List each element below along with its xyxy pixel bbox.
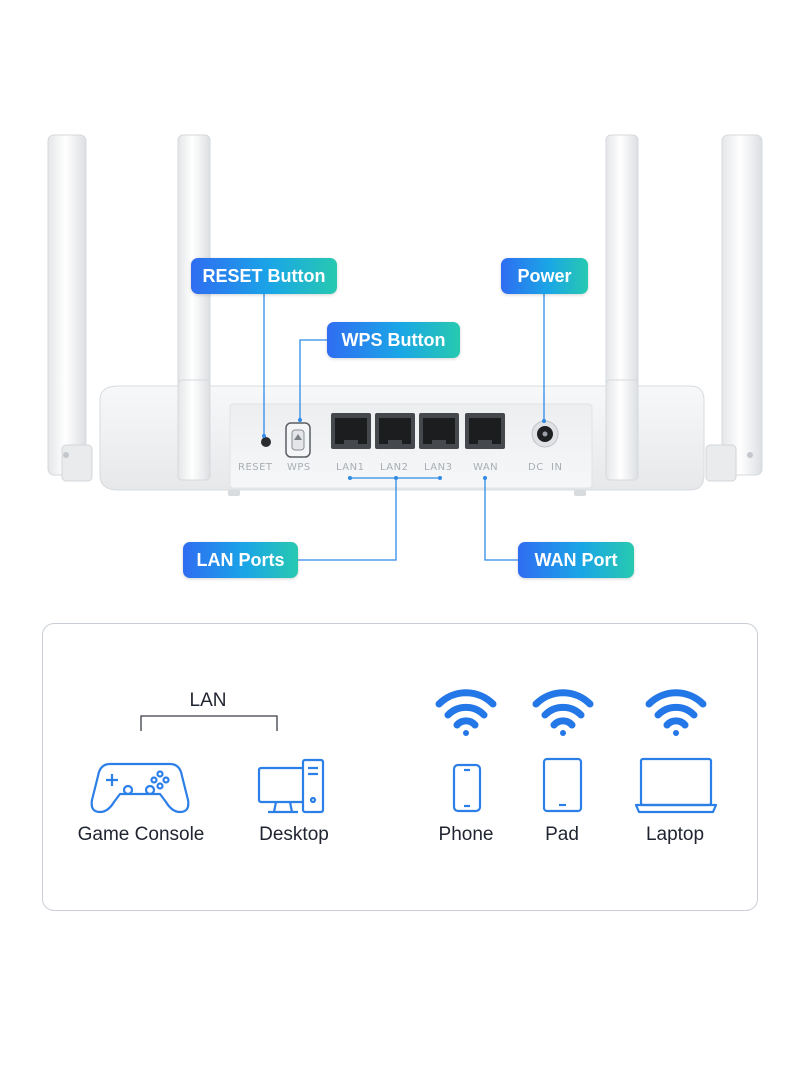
lan2-port-label: LAN2 bbox=[380, 462, 409, 473]
antenna-right-outer bbox=[705, 134, 763, 482]
wan-port-callout: WAN Port bbox=[518, 542, 634, 578]
desktop-label: Desktop bbox=[259, 824, 329, 845]
wps-button bbox=[285, 422, 311, 458]
power-callout: Power bbox=[501, 258, 588, 294]
reset-button-callout: RESET Button bbox=[191, 258, 337, 294]
lan2-port bbox=[375, 413, 415, 449]
lan-caption: LAN bbox=[189, 690, 227, 711]
dc-in-jack bbox=[531, 420, 559, 448]
lan-ports-callout: LAN Ports bbox=[183, 542, 298, 578]
lan1-port bbox=[331, 413, 371, 449]
wps-button-callout: WPS Button bbox=[327, 322, 460, 358]
pad-label: Pad bbox=[545, 824, 579, 845]
reset-port-label: RESET bbox=[238, 462, 273, 473]
lan3-port bbox=[419, 413, 459, 449]
dc-in-label: DC IN bbox=[528, 462, 563, 473]
wan-port bbox=[465, 413, 505, 449]
reset-button-hole bbox=[261, 437, 271, 447]
device-connection-panel bbox=[42, 623, 758, 911]
wan-port-label: WAN bbox=[473, 462, 499, 473]
game-console-label: Game Console bbox=[77, 824, 205, 845]
phone-label: Phone bbox=[438, 824, 494, 845]
lan3-port-label: LAN3 bbox=[424, 462, 453, 473]
lan1-port-label: LAN1 bbox=[336, 462, 365, 473]
wps-port-label: WPS bbox=[287, 462, 311, 473]
router-illustration bbox=[47, 134, 763, 561]
antenna-left-outer bbox=[47, 134, 93, 482]
callout-connector-lines bbox=[262, 293, 546, 561]
laptop-label: Laptop bbox=[645, 824, 705, 845]
